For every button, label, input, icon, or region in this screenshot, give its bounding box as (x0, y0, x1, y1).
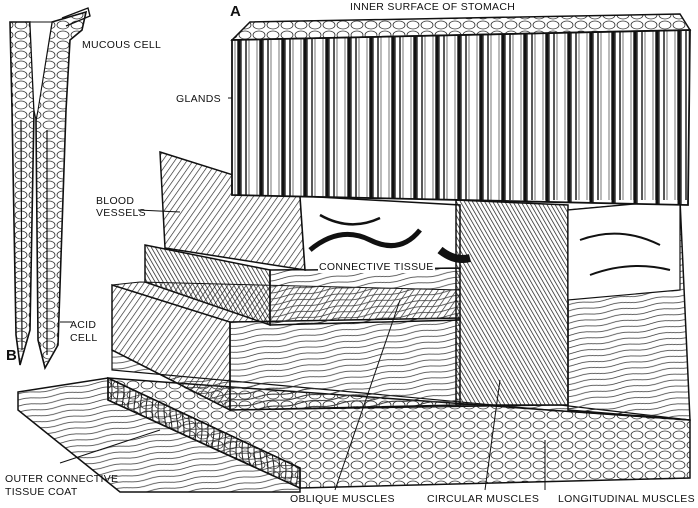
acid-cell-label-line2: CELL (70, 333, 97, 344)
blood-vessels-label-line2: VESSELS (96, 208, 146, 219)
inner-surface-label: INNER SURFACE OF STOMACH (350, 2, 515, 13)
blood-vessels-label-line1: BLOOD (96, 196, 134, 207)
longitudinal-muscles-label: LONGITUDINAL MUSCLES (558, 494, 695, 505)
panel-a-letter: A (230, 6, 241, 17)
connective-tissue-label: CONNECTIVE TISSUE (318, 262, 435, 273)
circular-muscles-label: CIRCULAR MUSCLES (427, 494, 539, 505)
mucous-cell-label: MUCOUS CELL (82, 40, 161, 51)
single-gland-drawing (10, 8, 90, 368)
acid-cell-label-line1: ACID (70, 320, 96, 331)
outer-coat-label-line2: TISSUE COAT (5, 487, 78, 498)
glands-label: GLANDS (176, 94, 221, 105)
gland-layer (232, 30, 690, 205)
oblique-muscles-label: OBLIQUE MUSCLES (290, 494, 395, 505)
panel-b-letter: B (6, 350, 17, 361)
muscle-cross-section (456, 200, 568, 405)
outer-coat-label-line1: OUTER CONNECTIVE (5, 474, 118, 485)
